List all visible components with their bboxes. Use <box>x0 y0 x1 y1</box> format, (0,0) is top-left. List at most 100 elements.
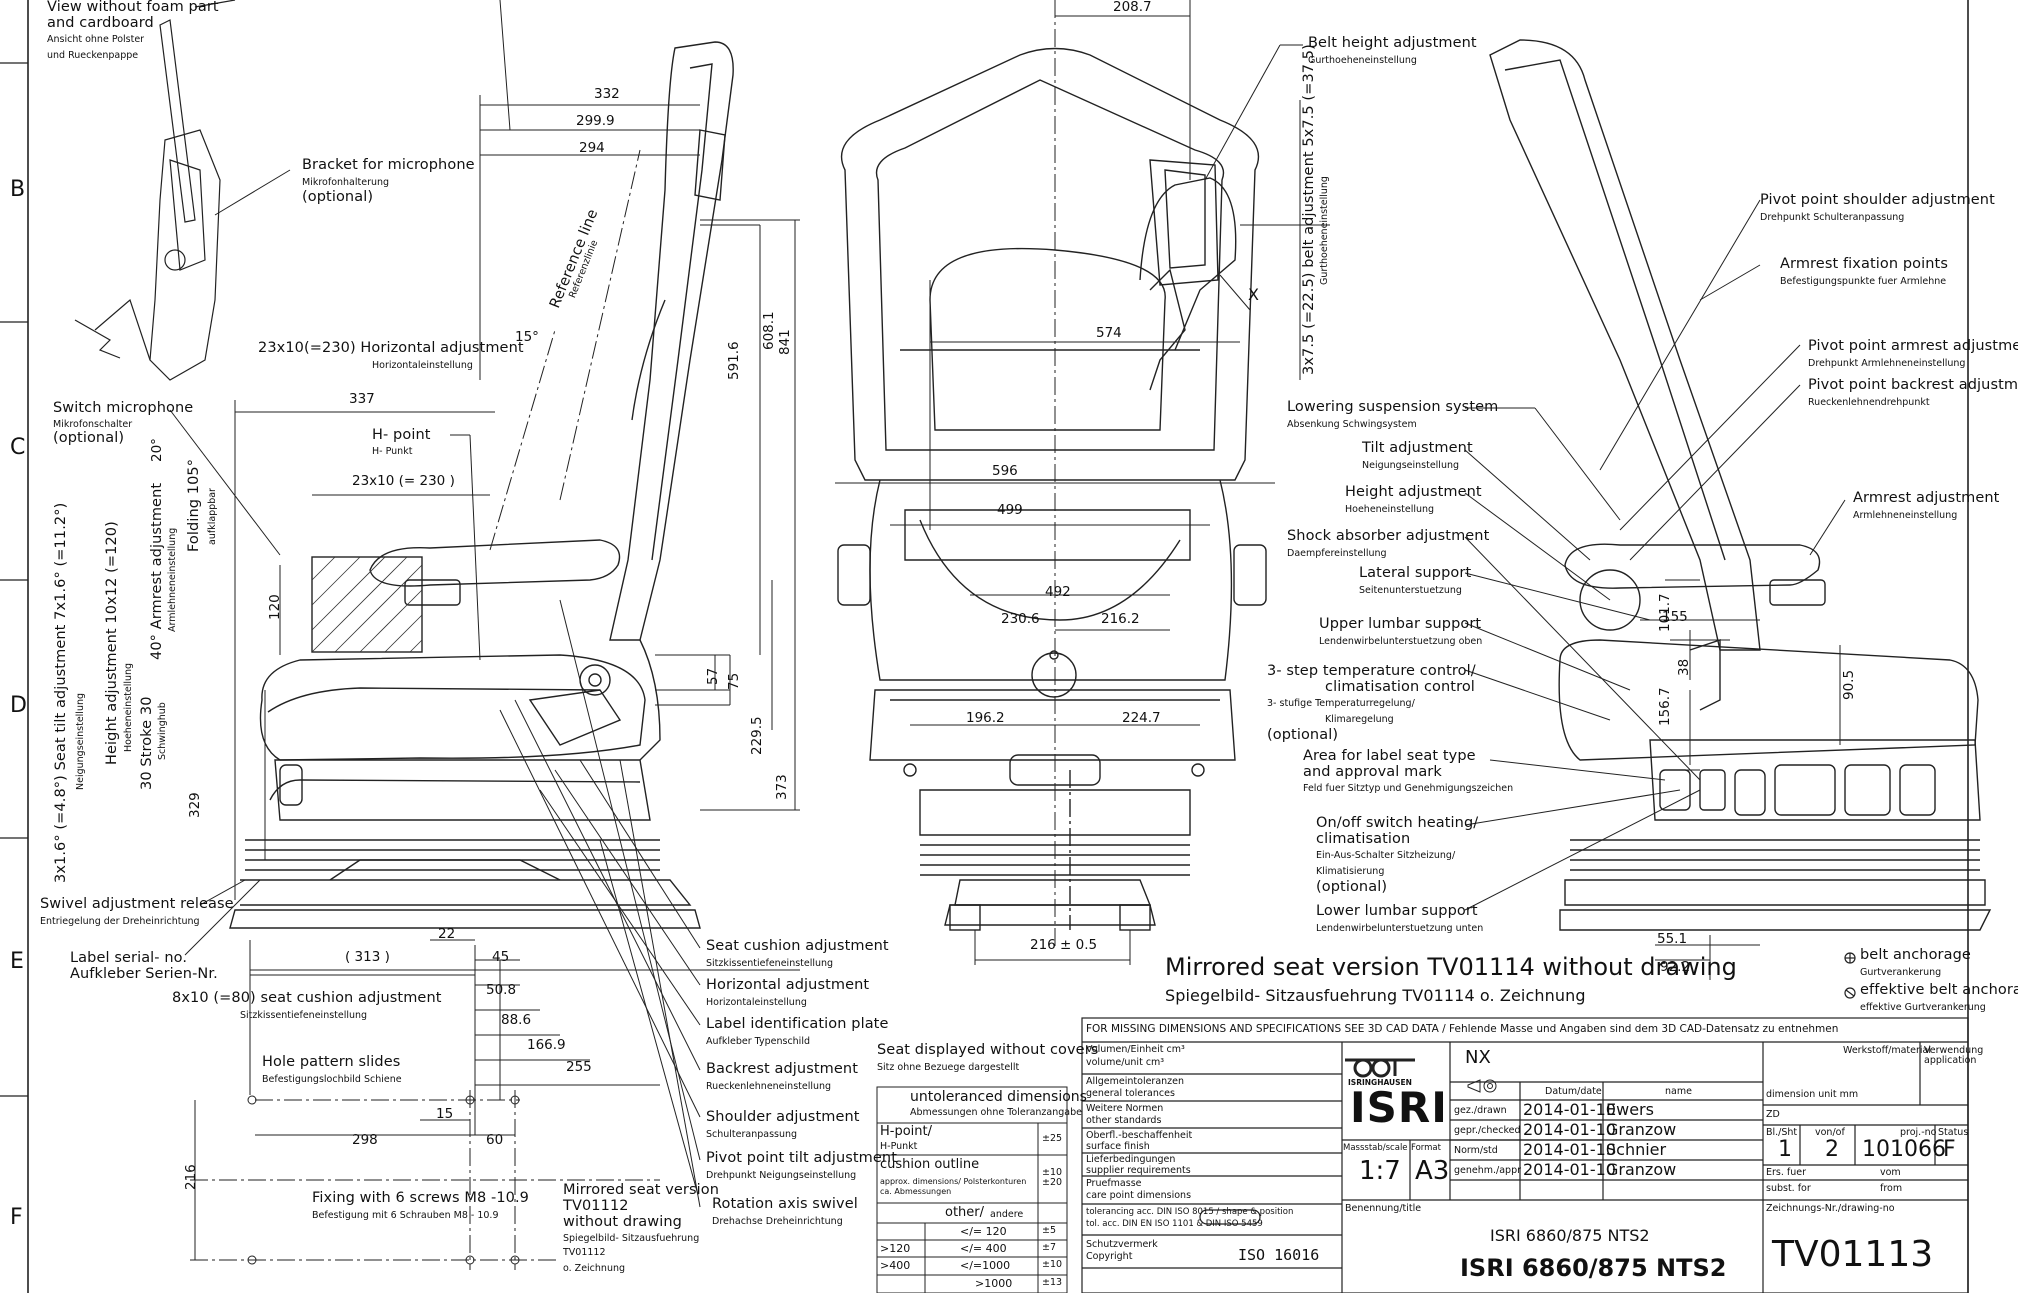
seat-displayed-label-de: Sitz ohne Bezuege dargestellt <box>877 1062 1020 1073</box>
tb-row-surface-en: surface finish <box>1086 1141 1150 1152</box>
date-header: Datum/date <box>1545 1086 1602 1097</box>
tb-row-tolerancing-1: tolerancing acc. DIN ISO 8015 / shape & … <box>1086 1207 1294 1217</box>
dim-45: 45 <box>492 949 510 965</box>
dim-57: 57 <box>705 667 721 685</box>
mirrored-version-label-1: Mirrored seat version <box>563 1182 719 1198</box>
nx-label: NX <box>1465 1047 1491 1068</box>
label-serial-no: Label serial- no. <box>70 950 188 966</box>
tb-row-surface-de: Oberfl.-beschaffenheit <box>1086 1130 1193 1141</box>
dim-38: 38 <box>1676 658 1692 676</box>
dim-75: 75 <box>726 672 742 690</box>
drawing-no-label: Zeichnungs-Nr./drawing-no <box>1766 1203 1895 1214</box>
dim-255: 255 <box>566 1059 592 1075</box>
vom-label: vom <box>1880 1167 1901 1178</box>
lateral-support-label: Lateral support <box>1359 565 1472 581</box>
tb-row-care-de: Pruefmasse <box>1086 1178 1142 1189</box>
temperature-control-label-2: climatisation control <box>1325 679 1475 695</box>
seat-cushion-8x10-label-de: Sitzkissentiefeneinstellung <box>240 1010 368 1021</box>
isringhausen-text: ISRINGHAUSEN <box>1348 1078 1412 1087</box>
dim-155: 155 <box>1662 609 1688 625</box>
tol-row-6-range: >1000 <box>975 1277 1013 1290</box>
tol-row-other-de: andere <box>990 1209 1024 1220</box>
seat-cushion-adjustment-label-de: Sitzkissentiefeneinstellung <box>706 958 834 969</box>
dim-23x10: 23x10 (= 230 ) <box>352 473 455 489</box>
checked-role: gepr./checked <box>1454 1125 1521 1136</box>
bracket-label: Bracket for microphone <box>302 157 475 173</box>
switch-microphone-label: Switch microphone <box>53 400 194 416</box>
pivot-tilt-label: Pivot point tilt adjustment <box>706 1150 897 1166</box>
pivot-shoulder-label-de: Drehpunkt Schulteranpassung <box>1760 212 1905 223</box>
tol-row-4-low: >120 <box>880 1242 911 1255</box>
armrest-adjustment-right-label: Armrest adjustment <box>1853 490 2000 506</box>
dim-298: 298 <box>352 1132 378 1148</box>
dim-20-deg: 20° <box>149 438 165 462</box>
dim-492: 492 <box>1045 584 1071 600</box>
belt-height-label: Belt height adjustment <box>1308 35 1477 51</box>
tol-row-cushion-de: approx. dimensions/ Polsterkonturen ca. … <box>880 1177 1027 1196</box>
side-view-seat <box>229 41 734 929</box>
iso-16016: ISO 16016 <box>1238 1246 1320 1264</box>
ansicht-label-1: Ansicht ohne Polster <box>47 34 145 45</box>
horizontal-adjustment-label-2: Horizontal adjustment <box>706 977 870 993</box>
bracket-label-de: Mikrofonhalterung <box>302 177 390 188</box>
dim-591-6: 591.6 <box>726 341 742 380</box>
lower-lumbar-label: Lower lumbar support <box>1316 903 1478 919</box>
tolerance-title-de: Abmessungen ohne Toleranzangabe <box>910 1107 1082 1118</box>
sheet-number: 1 <box>1778 1137 1792 1162</box>
bracket-optional: (optional) <box>302 189 374 205</box>
drawn-date: 2014-01-10 <box>1523 1100 1616 1119</box>
tb-row-volume-de: Volumen/Einheit cm³ <box>1086 1044 1185 1055</box>
area-label-2: and approval mark <box>1303 764 1442 780</box>
dim-view-x: X <box>1248 285 1259 304</box>
belt-anchorage-label-de: Gurtverankerung <box>1860 967 1942 978</box>
sheet-total: 2 <box>1825 1137 1839 1162</box>
height-adjustment-v-label: Height adjustment 10x12 (=120) <box>104 521 120 765</box>
area-label-1: Area for label seat type <box>1303 748 1476 764</box>
checked-date: 2014-01-10 <box>1523 1120 1616 1139</box>
seat-cushion-adjustment-label: Seat cushion adjustment <box>706 938 889 954</box>
horizontal-adjustment-label-de: Horizontaleinstellung <box>372 360 473 371</box>
drawing-number: TV01113 <box>1772 1234 1934 1275</box>
swivel-release-label: Swivel adjustment release <box>40 896 234 912</box>
onoff-switch-label-de2: Klimatisierung <box>1316 866 1385 877</box>
onoff-switch-optional: (optional) <box>1316 879 1388 895</box>
backrest-adjustment-label-de: Rueckenlehneneinstellung <box>706 1081 832 1092</box>
of-label: von/of <box>1815 1127 1845 1138</box>
temperature-control-label-de1: 3- stufige Temperaturregelung/ <box>1267 698 1415 709</box>
switch-microphone-optional: (optional) <box>53 430 125 446</box>
armrest-adjustment-label: 40° Armrest adjustment <box>149 482 165 660</box>
grid-row-b: B <box>10 177 26 202</box>
label-identification-plate: Label identification plate <box>706 1016 889 1032</box>
right-side-view-seat <box>1489 39 1992 931</box>
horizontal-adjustment-label: 23x10(=230) Horizontal adjustment <box>258 340 524 356</box>
pivot-armrest-label: Pivot point armrest adjustment <box>1808 338 2018 354</box>
replaces-label: Ers. fuer <box>1766 1167 1807 1178</box>
tb-row-standards-en: other standards <box>1086 1115 1162 1126</box>
tol-row-h-point-value: ±25 <box>1042 1133 1063 1144</box>
mirrored-big-label-de: Spiegelbild- Sitzausfuehrung TV01114 o. … <box>1165 986 1586 1005</box>
shoulder-adjustment-label: Shoulder adjustment <box>706 1109 860 1125</box>
armrest-fixation-label-de: Befestigungspunkte fuer Armlehne <box>1780 276 1947 287</box>
grid-row-c: C <box>10 435 26 460</box>
temperature-control-label-de2: Klimaregelung <box>1325 714 1394 725</box>
hole-pattern-label: Hole pattern slides <box>262 1054 401 1070</box>
tb-row-volume-en: volume/unit cm³ <box>1086 1057 1165 1068</box>
tb-row-copyright-en: Copyright <box>1086 1251 1133 1262</box>
grid-row-d: D <box>10 693 27 718</box>
height-adjustment-label-de: Hoeheneinstellung <box>1345 504 1435 515</box>
tol-row-h-point-de: H-Punkt <box>880 1141 918 1152</box>
backrest-adjustment-label: Backrest adjustment <box>706 1061 858 1077</box>
projection-symbol-icon <box>1467 1079 1497 1093</box>
tb-row-standards-de: Weitere Normen <box>1086 1103 1164 1114</box>
effective-belt-label: effektive belt anchorage <box>1860 982 2018 998</box>
height-adjustment-label: Height adjustment <box>1345 484 1482 500</box>
tilt-adjustment-label-de: Neigungseinstellung <box>1362 460 1460 471</box>
title-block-frame <box>1081 1017 1969 1293</box>
fixing-screws-label-de: Befestigung mit 6 Schrauben M8 - 10.9 <box>312 1210 499 1221</box>
drawing-title-small: ISRI 6860/875 NTS2 <box>1490 1226 1650 1245</box>
tilt-adjustment-label: Tilt adjustment <box>1362 440 1473 456</box>
standard-name: Schnier <box>1606 1140 1667 1159</box>
tb-row-general-en: general tolerances <box>1086 1088 1175 1099</box>
